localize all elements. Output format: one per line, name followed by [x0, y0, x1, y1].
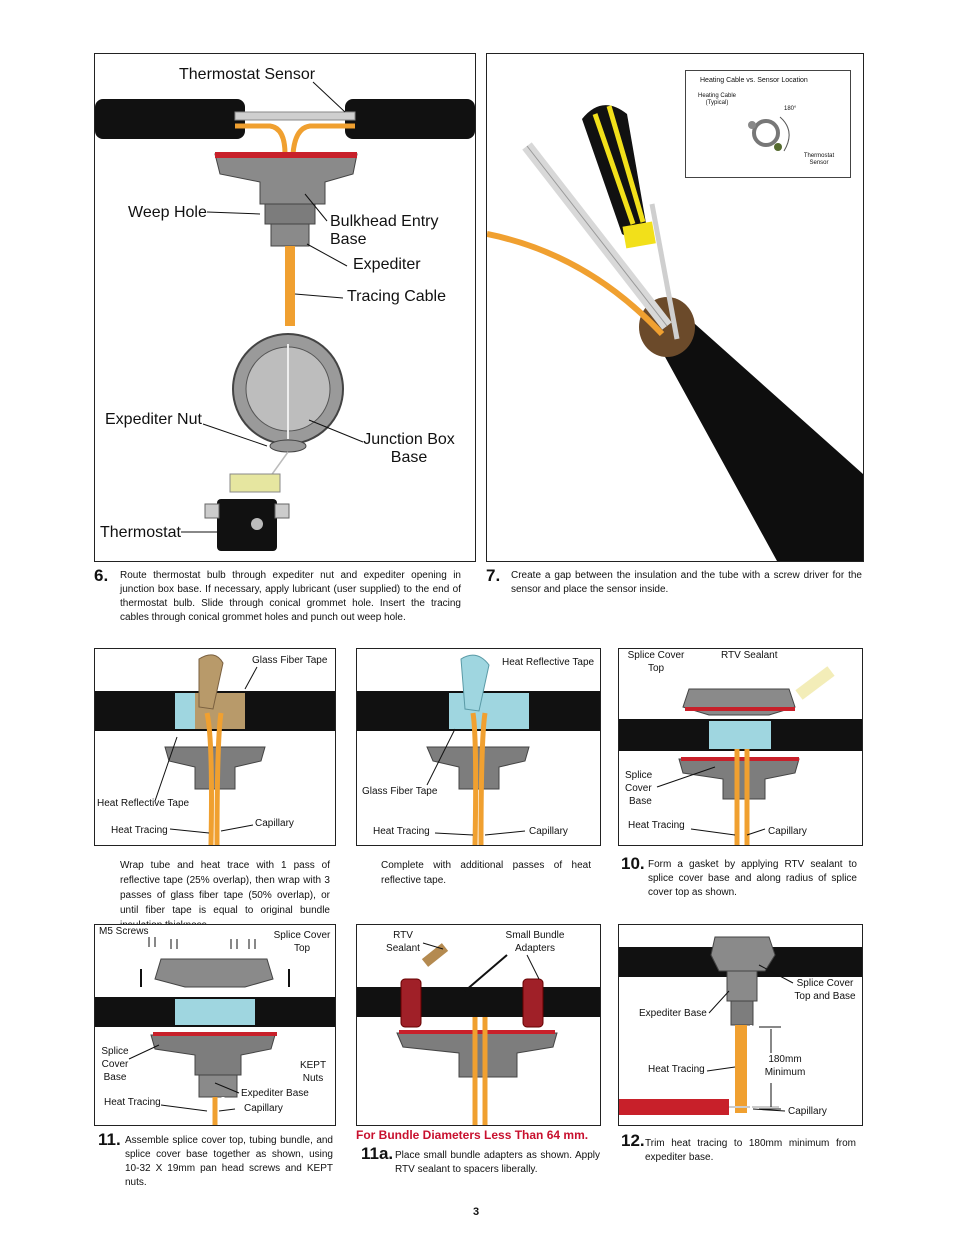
- label-heat-reflective-tape: Heat Reflective Tape: [502, 657, 595, 668]
- inset-thermostat-sensor: Thermostat Sensor: [796, 153, 842, 167]
- step-11a-text: Place small bundle adapters as shown. Ap…: [395, 1150, 600, 1175]
- label-weep-hole: Weep Hole: [128, 204, 207, 221]
- step-7-number: 7.: [486, 566, 501, 585]
- panel-wrap-tape: Glass Fiber Tape Heat Reflective Tape He…: [94, 648, 336, 846]
- label-capillary: Capillary: [244, 1103, 283, 1114]
- label-splice-line1: Splice: [101, 1046, 129, 1057]
- step-6-number: 6.: [94, 566, 109, 585]
- label-expediter-nut: Expediter Nut: [105, 411, 202, 428]
- wrap-tape-caption: Wrap tube and heat trace with 1 pass of …: [120, 860, 330, 931]
- label-minimum-line2: Minimum: [764, 1067, 806, 1078]
- label-expediter-base: Expediter Base: [639, 1008, 707, 1019]
- label-heat-tracing: Heat Tracing: [111, 825, 168, 836]
- label-splice-cover-top: Splice Cover Top: [265, 929, 335, 955]
- label-capillary: Capillary: [529, 826, 568, 837]
- step-10-text: Form a gasket by applying RTV sealant to…: [648, 859, 857, 898]
- label-splice-line2: Cover: [101, 1059, 129, 1070]
- label-splice-line3: Base: [103, 1072, 127, 1083]
- page-number: 3: [473, 1206, 480, 1218]
- label-expediter: Expediter: [353, 256, 421, 273]
- label-kept-line2: Nuts: [302, 1073, 324, 1084]
- step-12-illustration: [619, 936, 862, 1125]
- label-splice-line2: Cover: [625, 783, 652, 794]
- label-glass-fiber-tape: Glass Fiber Tape: [252, 655, 328, 666]
- label-rtv-line2: Sealant: [386, 943, 420, 954]
- label-heat-tracing: Heat Tracing: [628, 820, 685, 831]
- reflective-tape-caption: Complete with additional passes of heat …: [381, 860, 591, 886]
- label-kept-nuts: KEPT Nuts: [295, 1059, 331, 1085]
- step-11-illustration: [95, 937, 335, 1125]
- reflective-tape-illustration: [357, 654, 600, 845]
- label-bulkhead-entry-base: Bulkhead Entry Base: [330, 213, 439, 248]
- inset-thermostat-line2: Sensor: [809, 160, 829, 166]
- label-splice-cover-line1: Splice Cover: [796, 978, 854, 989]
- label-splice-cover-top-line1: Splice Cover: [273, 930, 331, 941]
- inset-title: Heating Cable vs. Sensor Location: [700, 77, 808, 84]
- label-m5-screws: M5 Screws: [99, 926, 149, 937]
- step-11-number: 11.: [98, 1130, 121, 1149]
- label-rtv-sealant: RTV Sealant: [381, 929, 425, 955]
- label-junction-box-base: Junction Box Base: [357, 431, 461, 467]
- inset-angle: 180°: [784, 106, 797, 112]
- label-rtv-sealant: RTV Sealant: [721, 650, 778, 661]
- inset-heating-cable-line2: (Typical): [705, 100, 729, 106]
- step-11a-illustration: [357, 942, 600, 1125]
- panel-step-11: M5 Screws Splice Cover Top Splice Cover …: [94, 924, 336, 1126]
- panel-reflective-tape: Heat Reflective Tape Glass Fiber Tape He…: [356, 648, 601, 846]
- label-splice-cover-top-base: Splice Cover Top and Base: [789, 977, 861, 1003]
- label-splice-cover-line2: Top and Base: [794, 991, 856, 1002]
- label-kept-line1: KEPT: [299, 1060, 327, 1071]
- step-6-illustration: [95, 81, 475, 551]
- label-splice-line1: Splice: [625, 770, 653, 781]
- label-capillary: Capillary: [768, 826, 807, 837]
- inset-heating-cable: Heating Cable (Typical): [692, 93, 742, 107]
- label-glass-fiber-tape: Glass Fiber Tape: [362, 786, 438, 797]
- step-11-text: Assemble splice cover top, tubing bundle…: [125, 1135, 333, 1188]
- label-small-bundle-line2: Adapters: [514, 943, 556, 954]
- wrap-tape-illustration: [95, 654, 335, 845]
- step-11a-number: 11a.: [361, 1144, 394, 1163]
- label-heat-reflective-tape: Heat Reflective Tape: [97, 798, 190, 809]
- label-small-bundle-line1: Small Bundle: [505, 930, 565, 941]
- label-heat-tracing: Heat Tracing: [104, 1097, 161, 1108]
- label-heat-tracing: Heat Tracing: [648, 1064, 705, 1075]
- label-splice-cover-top-line2: Top: [647, 663, 665, 674]
- bundle-diameter-heading: For Bundle Diameters Less Than 64 mm.: [356, 1128, 589, 1142]
- label-splice-cover-top: Splice Cover Top: [621, 649, 691, 675]
- panel-step-6: Thermostat Sensor Weep Hole Bulkhead Ent…: [94, 53, 476, 562]
- step-7-illustration: [487, 105, 863, 561]
- label-junction-box-line2: Base: [390, 449, 428, 466]
- step-10-number: 10.: [621, 854, 645, 873]
- label-rtv-line1: RTV: [393, 930, 413, 941]
- step-7-text: Create a gap between the insulation and …: [511, 570, 862, 595]
- step-12-text: Trim heat tracing to 180mm minimum from …: [645, 1138, 856, 1163]
- label-splice-cover-top-line2: Top: [293, 943, 311, 954]
- label-minimum-line1: 180mm: [768, 1054, 802, 1065]
- label-splice-cover-base: Splice Cover Base: [97, 1045, 133, 1084]
- label-splice-line3: Base: [629, 796, 652, 807]
- label-thermostat-sensor: Thermostat Sensor: [179, 66, 316, 83]
- label-tracing-cable: Tracing Cable: [347, 288, 447, 305]
- label-capillary: Capillary: [255, 818, 294, 829]
- label-heat-tracing: Heat Tracing: [373, 826, 430, 837]
- panel-step-11a: RTV Sealant Small Bundle Adapters: [356, 924, 601, 1126]
- label-expediter-base: Expediter Base: [241, 1088, 309, 1099]
- panel-step-10: Splice Cover Top RTV Sealant Splice Cove…: [618, 648, 863, 846]
- sensor-location-inset: Heating Cable vs. Sensor Location Heatin…: [685, 70, 851, 178]
- inset-diagram: [748, 116, 790, 152]
- label-splice-cover-top-line1: Splice Cover: [627, 650, 685, 661]
- label-small-bundle-adapters: Small Bundle Adapters: [497, 929, 573, 955]
- label-capillary: Capillary: [788, 1106, 827, 1117]
- step-10-illustration: [619, 666, 862, 845]
- panel-step-7: Heating Cable vs. Sensor Location Heatin…: [486, 53, 864, 562]
- step-6-text: Route thermostat bulb through expediter …: [120, 570, 461, 623]
- label-splice-cover-base: Splice Cover Base: [625, 769, 652, 808]
- inset-heating-cable-line1: Heating Cable: [697, 93, 737, 99]
- label-180mm-minimum: 180mm Minimum: [757, 1053, 813, 1079]
- inset-thermostat-line1: Thermostat: [803, 153, 835, 159]
- panel-step-12: Splice Cover Top and Base Expediter Base…: [618, 924, 863, 1126]
- step-12-number: 12.: [621, 1131, 645, 1150]
- label-thermostat: Thermostat: [100, 524, 181, 541]
- label-junction-box-line1: Junction Box: [363, 431, 455, 448]
